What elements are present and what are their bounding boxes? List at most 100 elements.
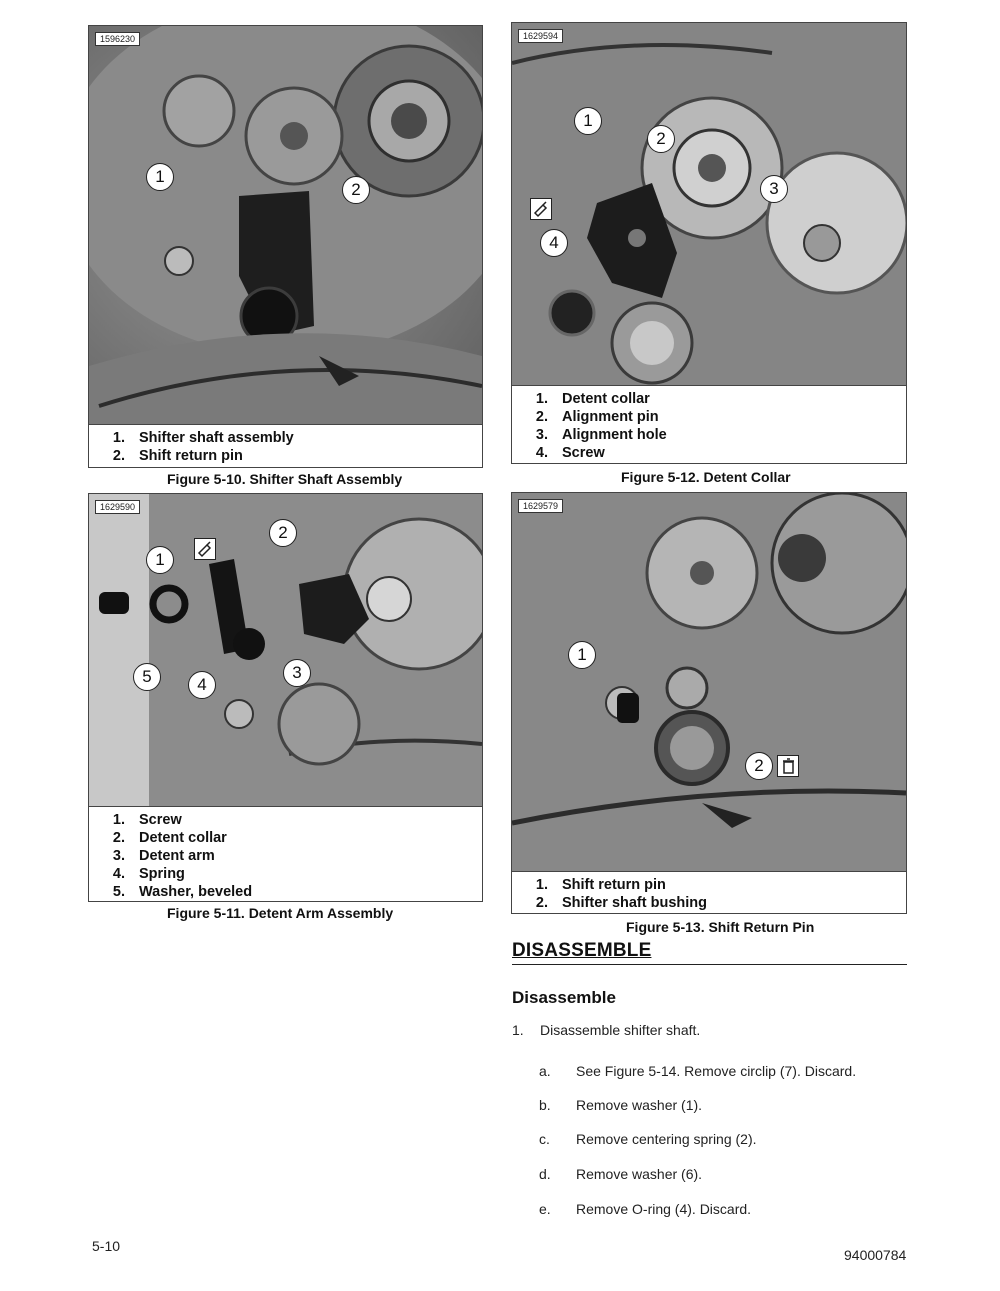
section-heading-text: DISASSEMBLE — [512, 940, 652, 961]
legend-number: 1. — [535, 877, 548, 893]
callout-4: 4 — [540, 229, 568, 257]
legend-item: 2. Shift return pin — [89, 447, 482, 465]
figure-caption: Figure 5-11. Detent Arm Assembly — [167, 905, 394, 921]
legend-item: 1. Screw — [89, 811, 482, 829]
legend-item: 2. Shifter shaft bushing — [512, 894, 906, 912]
figure-shift-return-pin: 1629579 1 2 1. Shift return pin 2. Shift… — [511, 492, 907, 914]
legend-number: 2. — [112, 448, 125, 464]
procedure-substep: c. Remove centering spring (2). — [539, 1131, 757, 1147]
substep-text: See Figure 5-14. Remove circlip (7). Dis… — [576, 1063, 857, 1079]
legend-number: 1. — [535, 391, 548, 407]
legend-item: 4. Spring — [89, 865, 482, 883]
figure-detent-arm-assembly: 1629590 1 2 3 4 5 1. Screw 2. Detent col… — [88, 493, 483, 902]
sealant-icon — [194, 538, 216, 560]
legend-text: Detent collar — [562, 391, 650, 407]
figure-legend: 1. Detent collar 2. Alignment pin 3. Ali… — [512, 385, 906, 463]
legend-number: 4. — [112, 866, 125, 882]
legend-number: 4. — [535, 445, 548, 461]
legend-number: 2. — [112, 830, 125, 846]
substep-text: Remove centering spring (2). — [576, 1131, 757, 1147]
legend-item: 5. Washer, beveled — [89, 883, 482, 901]
procedure-substep: a. See Figure 5-14. Remove circlip (7). D… — [539, 1063, 856, 1079]
substep-text: Remove washer (1). — [576, 1097, 703, 1113]
legend-item: 2. Alignment pin — [512, 408, 906, 426]
callout-4: 4 — [188, 671, 216, 699]
callout-1: 1 — [568, 641, 596, 669]
legend-number: 1. — [112, 812, 125, 828]
step-marker: 1. — [512, 1022, 524, 1038]
legend-text: Spring — [139, 866, 185, 882]
procedure-substep: b. Remove washer (1). — [539, 1097, 702, 1113]
document-number: 94000784 — [844, 1247, 907, 1263]
legend-item: 2. Detent collar — [89, 829, 482, 847]
callout-2: 2 — [647, 125, 675, 153]
legend-text: Washer, beveled — [139, 884, 253, 900]
legend-text: Detent arm — [139, 848, 215, 864]
legend-number: 3. — [112, 848, 125, 864]
legend-item: 3. Alignment hole — [512, 426, 906, 444]
substep-marker: e. — [539, 1201, 551, 1217]
legend-item: 3. Detent arm — [89, 847, 482, 865]
legend-text: Screw — [562, 445, 605, 461]
figure-detent-collar: 1629594 1 2 3 4 1. Detent collar 2. Alig… — [511, 22, 907, 464]
step-text: Disassemble shifter shaft. — [540, 1022, 701, 1038]
callout-1: 1 — [146, 163, 174, 191]
figure-shifter-shaft-assembly: 1596230 1 2 1. Shifter shaft assembly 2.… — [88, 25, 483, 468]
legend-number: 2. — [535, 409, 548, 425]
photo-detent-collar: 1629594 1 2 3 4 — [512, 23, 906, 387]
substep-marker: b. — [539, 1097, 551, 1113]
photo-detent-arm-assembly: 1629590 1 2 3 4 5 — [89, 494, 482, 806]
page-number: 5-10 — [92, 1238, 121, 1254]
photo-shift-return-pin: 1629579 1 2 — [512, 493, 906, 873]
substep-marker: a. — [539, 1063, 551, 1079]
callout-3: 3 — [760, 175, 788, 203]
photo-shifter-shaft-assembly: 1596230 1 2 — [89, 26, 482, 426]
figure-caption: Figure 5-12. Detent Collar — [621, 469, 791, 485]
figure-caption: Figure 5-13. Shift Return Pin — [626, 919, 815, 935]
legend-text: Alignment pin — [562, 409, 659, 425]
photo-id-label: 1629579 — [518, 499, 564, 513]
substep-marker: c. — [539, 1131, 550, 1147]
legend-number: 2. — [535, 895, 548, 911]
procedure-step: 1. Disassemble shifter shaft. — [512, 1022, 700, 1038]
photo-id-label: 1629594 — [518, 29, 564, 43]
substep-marker: d. — [539, 1166, 551, 1182]
legend-text: Shifter shaft bushing — [562, 895, 707, 911]
photo-illustration — [512, 493, 906, 873]
legend-text: Shift return pin — [562, 877, 666, 893]
legend-item: 4. Screw — [512, 444, 906, 462]
trash-bin-icon — [777, 755, 799, 777]
legend-item: 1. Detent collar — [512, 390, 906, 408]
photo-id-label: 1596230 — [95, 32, 141, 46]
callout-2: 2 — [342, 176, 370, 204]
section-heading: DISASSEMBLE — [512, 940, 907, 965]
photo-illustration — [512, 23, 906, 387]
legend-text: Shifter shaft assembly — [139, 430, 294, 446]
callout-1: 1 — [146, 546, 174, 574]
legend-item: 1. Shift return pin — [512, 876, 906, 894]
legend-text: Screw — [139, 812, 182, 828]
callout-1: 1 — [574, 107, 602, 135]
substep-text: Remove washer (6). — [576, 1166, 703, 1182]
sealant-icon — [530, 198, 552, 220]
legend-number: 1. — [112, 430, 125, 446]
callout-5: 5 — [133, 663, 161, 691]
figure-legend: 1. Shift return pin 2. Shifter shaft bus… — [512, 871, 906, 913]
callout-2: 2 — [269, 519, 297, 547]
callout-2: 2 — [745, 752, 773, 780]
callout-3: 3 — [283, 659, 311, 687]
legend-number: 3. — [535, 427, 548, 443]
legend-text: Alignment hole — [562, 427, 667, 443]
figure-caption: Figure 5-10. Shifter Shaft Assembly — [167, 471, 403, 487]
legend-text: Detent collar — [139, 830, 227, 846]
figure-legend: 1. Screw 2. Detent collar 3. Detent arm … — [89, 806, 482, 901]
procedure-substep: d. Remove washer (6). — [539, 1166, 702, 1182]
legend-item: 1. Shifter shaft assembly — [89, 429, 482, 447]
figure-legend: 1. Shifter shaft assembly 2. Shift retur… — [89, 424, 482, 467]
procedure-substep: e. Remove O-ring (4). Discard. — [539, 1201, 751, 1217]
photo-illustration — [89, 26, 482, 426]
legend-text: Shift return pin — [139, 448, 243, 464]
photo-id-label: 1629590 — [95, 500, 141, 514]
substep-text: Remove O-ring (4). Discard. — [576, 1201, 752, 1217]
legend-number: 5. — [112, 884, 125, 900]
